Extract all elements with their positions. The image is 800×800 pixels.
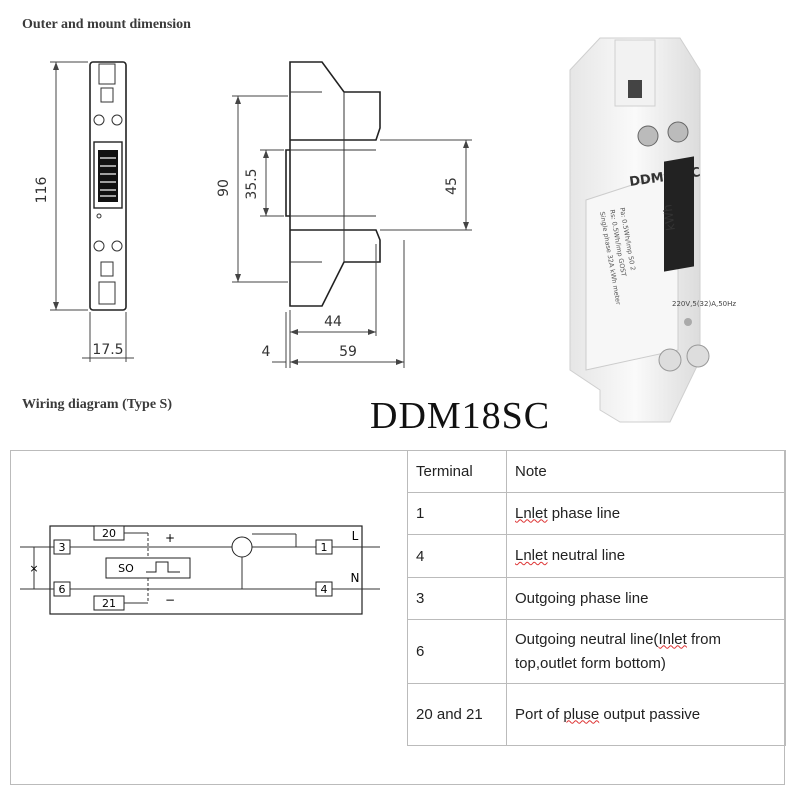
note-cell: Lnlet phase line: [506, 492, 786, 535]
dim-depth-front: 44: [324, 314, 342, 330]
terminal-cell: 6: [407, 619, 507, 684]
terminal-cell: 3: [407, 577, 507, 620]
side-view: [285, 61, 381, 307]
front-view: [89, 61, 127, 311]
table-row: 20 and 21 Port of pluse output passive: [407, 683, 786, 746]
note-cell: Lnlet neutral line: [506, 534, 786, 578]
terminal-4: 4: [321, 583, 328, 596]
terminal-1: 1: [321, 541, 328, 554]
dim-rail-offset: 4: [262, 344, 271, 360]
terminal-21: 21: [102, 597, 116, 610]
model-title: DDM18SC: [370, 395, 551, 437]
table-row: 1 Lnlet phase line: [407, 492, 786, 535]
plus-sign: +: [165, 531, 175, 545]
dim-side-height: 90: [216, 179, 232, 197]
wiring-diagram: 3 6 × 20 21 + − SO 1 4 L N: [20, 525, 380, 615]
dim-front-width: 17.5: [92, 342, 123, 358]
wiring-heading: Wiring diagram (Type S): [22, 397, 172, 412]
note-cell: Outgoing neutral line(Inlet from top,out…: [506, 619, 786, 684]
note-cell: Outgoing phase line: [506, 577, 786, 620]
minus-sign: −: [165, 593, 175, 607]
terminal-cell: 1: [407, 492, 507, 535]
line-label: L: [352, 529, 359, 543]
table-header-row: Terminal Note: [407, 450, 786, 493]
table-row: 4 Lnlet neutral line: [407, 534, 786, 578]
dim-front-height: 116: [34, 177, 50, 204]
dim-body-height: 45: [444, 177, 460, 195]
table-row: 6 Outgoing neutral line(Inlet from top,o…: [407, 619, 786, 684]
neutral-label: N: [351, 571, 360, 585]
terminal-table: Terminal Note 1 Lnlet phase line 4 Lnlet…: [407, 450, 786, 746]
cross-mark: ×: [29, 562, 38, 575]
header-terminal: Terminal: [407, 450, 507, 493]
note-cell: Port of pluse output passive: [506, 683, 786, 746]
terminal-cell: 20 and 21: [407, 683, 507, 746]
product-photo: DDM18SC kWh Single phase 32A kWh meter R…: [569, 37, 736, 423]
so-label: SO: [118, 562, 134, 575]
terminal-3: 3: [59, 541, 66, 554]
photo-unit: kWh: [660, 203, 678, 231]
terminal-20: 20: [102, 527, 116, 540]
header-note: Note: [506, 450, 786, 493]
terminal-6: 6: [59, 583, 66, 596]
dim-rail-height: 35.5: [244, 168, 260, 199]
photo-rating: 220V,5(32)A,50Hz: [672, 300, 736, 308]
dim-depth-total: 59: [339, 344, 357, 360]
terminal-cell: 4: [407, 534, 507, 578]
dimension-heading: Outer and mount dimension: [22, 17, 191, 32]
table-row: 3 Outgoing phase line: [407, 577, 786, 620]
dimension-drawing: 116 17.5 90 35.5 45 44 59 4: [34, 61, 472, 368]
